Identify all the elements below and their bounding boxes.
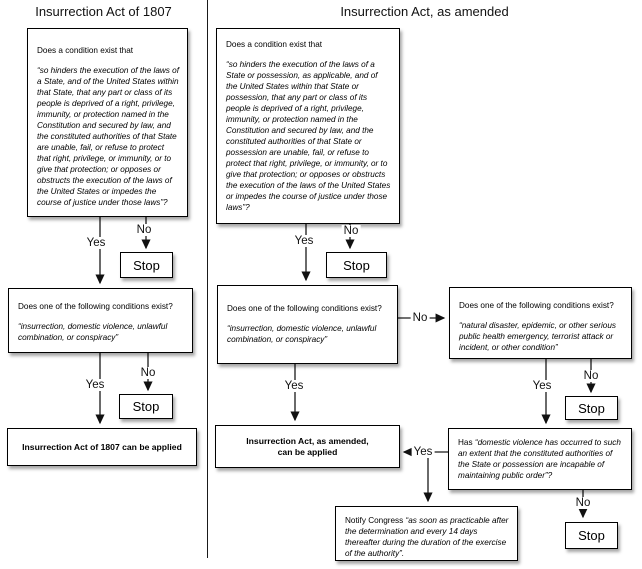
column-title-amended: Insurrection Act, as amended	[340, 4, 509, 19]
edge-label-yes: Yes	[292, 235, 316, 247]
decision-lead: Does one of the following conditions exi…	[18, 302, 173, 311]
decision-box-amended-other-conditions: Does one of the following conditions exi…	[449, 287, 632, 359]
decision-quote: “insurrection, domestic violence, unlawf…	[227, 324, 377, 344]
decision-lead: Does one of the following conditions exi…	[459, 301, 614, 310]
action-box-notify-congress: Notify Congress “as soon as practicable …	[335, 506, 518, 561]
decision-lead: Has	[458, 438, 475, 447]
column-title-1807: Insurrection Act of 1807	[35, 4, 172, 19]
edge-label-no: No	[573, 497, 593, 509]
decision-quote: “domestic violence has occurred to such …	[458, 438, 621, 480]
stop-node: Stop	[119, 394, 173, 419]
edge-label-yes: Yes	[411, 446, 435, 458]
action-lead: Notify Congress	[345, 516, 406, 525]
edge-label-yes: Yes	[83, 379, 107, 391]
stop-node: Stop	[326, 252, 387, 278]
decision-quote: “so hinders the execution of the laws of…	[226, 60, 391, 212]
decision-lead: Does a condition exist that	[37, 46, 134, 55]
stop-node: Stop	[120, 252, 173, 278]
result-text-line2: can be applied	[277, 446, 338, 457]
result-box-1807-applied: Insurrection Act of 1807 can be applied	[7, 428, 197, 466]
decision-quote: “natural disaster, epidemic, or other se…	[459, 321, 617, 352]
decision-box-domestic-violence-extent: Has “domestic violence has occurred to s…	[448, 428, 632, 490]
decision-box-1807-condition: Does a condition exist that “so hinders …	[27, 28, 188, 217]
result-text: Insurrection Act of 1807 can be applied	[22, 441, 182, 452]
edge-label-no: No	[410, 312, 430, 324]
result-text-line1: Insurrection Act, as amended,	[246, 435, 369, 446]
decision-box-amended-conditions-list: Does one of the following conditions exi…	[217, 285, 398, 364]
stop-node: Stop	[565, 522, 618, 549]
edge-label-no: No	[134, 224, 154, 236]
edge-label-no: No	[138, 367, 158, 379]
action-quote: “as soon as practicable after the determ…	[345, 516, 509, 558]
decision-box-1807-conditions-list: Does one of the following conditions exi…	[8, 288, 193, 353]
edge-label-no: No	[341, 225, 361, 237]
edge-label-no: No	[581, 370, 601, 382]
stop-node: Stop	[565, 396, 618, 420]
column-divider	[207, 0, 208, 558]
decision-lead: Does a condition exist that	[226, 40, 323, 49]
decision-quote: “so hinders the execution of the laws of…	[37, 66, 179, 207]
decision-quote: “insurrection, domestic violence, unlawf…	[18, 322, 168, 342]
decision-lead: Does one of the following conditions exi…	[227, 304, 382, 313]
edge-label-yes: Yes	[282, 380, 306, 392]
result-box-amended-applied: Insurrection Act, as amended, can be app…	[215, 425, 400, 468]
decision-box-amended-condition: Does a condition exist that “so hinders …	[216, 28, 400, 224]
edge-label-yes: Yes	[530, 380, 554, 392]
edge-label-yes: Yes	[84, 237, 108, 249]
